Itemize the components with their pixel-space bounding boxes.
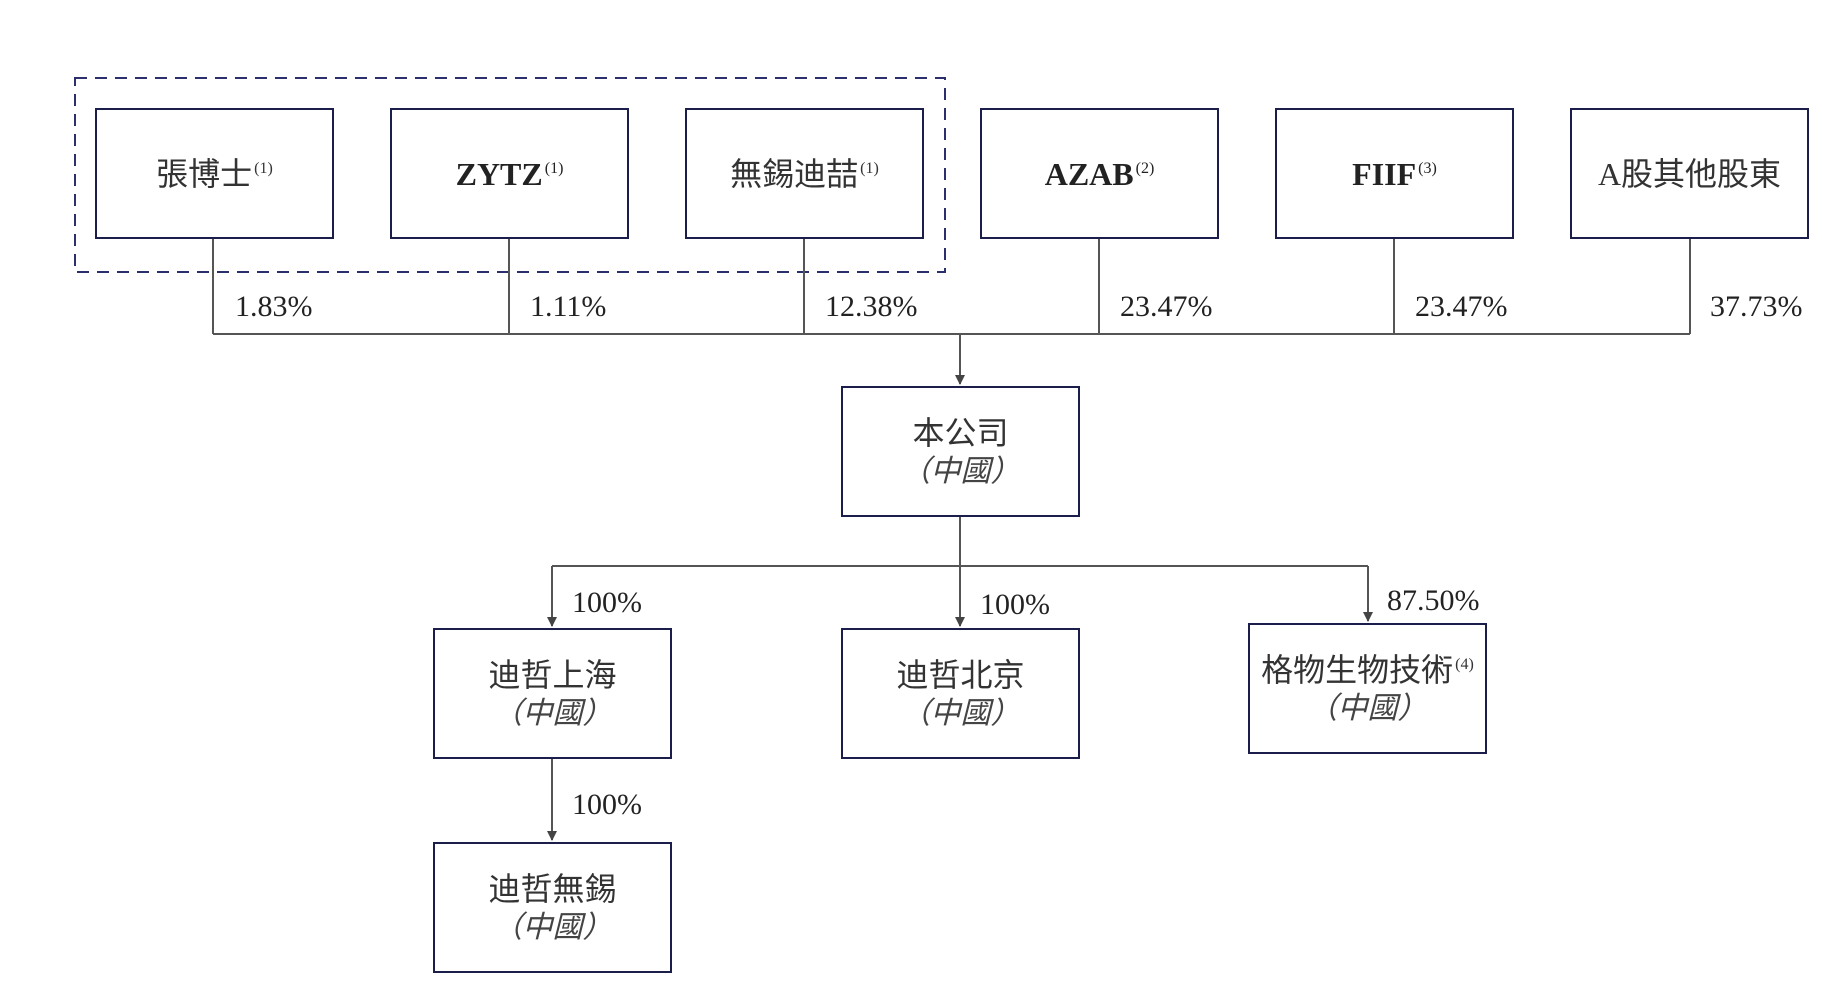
sub-subsidiary-country: （中國）	[492, 910, 613, 944]
subsidiary-pct-shanghai: 100%	[572, 586, 642, 619]
shareholding-pct-1: 1.83%	[235, 290, 313, 323]
shareholder-name: A股其他股東	[1597, 155, 1782, 192]
shareholder-name: ZYTZ(1)	[455, 155, 564, 192]
subsidiary-country: （中國）	[492, 696, 613, 730]
subsidiary-country: （中國）	[900, 696, 1021, 730]
sub-subsidiary-box-wuxi: 迪哲無錫 （中國）	[433, 842, 672, 973]
shareholder-name: FIIF(3)	[1352, 155, 1437, 192]
dashed-group-outline	[74, 77, 946, 273]
subsidiary-country: （中國）	[1307, 691, 1428, 725]
shareholder-name: AZAB(2)	[1044, 155, 1155, 192]
subsidiary-pct-gewu: 87.50%	[1387, 584, 1480, 617]
shareholding-pct-3: 12.38%	[825, 290, 918, 323]
sub-subsidiary-name: 迪哲無錫	[488, 870, 617, 907]
subsidiary-box-shanghai: 迪哲上海 （中國）	[433, 628, 672, 759]
shareholding-pct-6: 37.73%	[1710, 290, 1803, 323]
subsidiary-name: 迪哲上海	[488, 656, 617, 693]
company-country: （中國）	[900, 454, 1021, 488]
shareholder-box-zytz: ZYTZ(1)	[390, 108, 629, 239]
shareholder-name: 張博士(1)	[156, 155, 273, 192]
shareholding-pct-4: 23.47%	[1120, 290, 1213, 323]
shareholder-box-azab: AZAB(2)	[980, 108, 1219, 239]
subsidiary-pct-beijing: 100%	[980, 588, 1050, 621]
shareholder-box-other-a-share: A股其他股東	[1570, 108, 1809, 239]
company-name: 本公司	[912, 414, 1009, 451]
shareholding-pct-5: 23.47%	[1415, 290, 1508, 323]
company-box: 本公司 （中國）	[841, 386, 1080, 517]
shareholder-box-dr-zhang: 張博士(1)	[95, 108, 334, 239]
shareholder-box-fiif: FIIF(3)	[1275, 108, 1514, 239]
shareholding-pct-2: 1.11%	[530, 290, 607, 323]
subsidiary-box-beijing: 迪哲北京 （中國）	[841, 628, 1080, 759]
subsidiary-name: 迪哲北京	[896, 656, 1025, 693]
subsidiary-box-gewu: 格物生物技術(4) （中國）	[1248, 623, 1487, 754]
shareholder-box-wuxi-dizhe: 無錫迪喆(1)	[685, 108, 924, 239]
shareholder-name: 無錫迪喆(1)	[730, 155, 879, 192]
subsidiary-name: 格物生物技術(4)	[1261, 651, 1474, 688]
sub-subsidiary-pct: 100%	[572, 788, 642, 821]
